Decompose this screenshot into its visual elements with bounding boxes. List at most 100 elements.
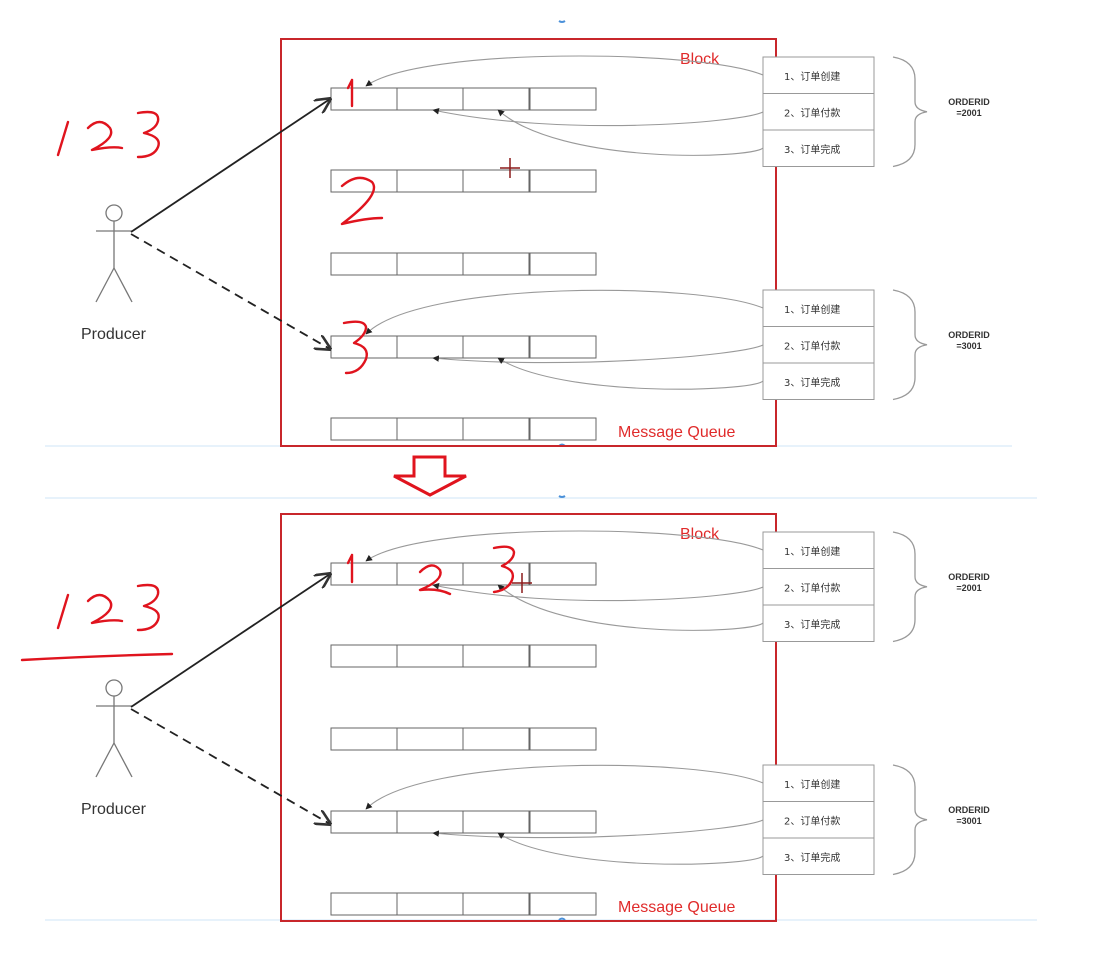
queue-cell xyxy=(529,892,597,916)
down-arrow-icon xyxy=(393,455,467,497)
send-arrow-dashed xyxy=(130,233,330,349)
queue-cell xyxy=(529,810,597,834)
block-frame xyxy=(280,38,777,447)
queue-row xyxy=(330,169,597,193)
queue-row xyxy=(330,417,597,441)
queue-cell xyxy=(396,252,464,276)
order-step-label: 3、订单完成 xyxy=(784,376,840,389)
queue-cell xyxy=(396,644,464,668)
queue-cell xyxy=(529,562,597,586)
handwritten-3-queue xyxy=(492,545,516,594)
queue-cell xyxy=(529,644,597,668)
queue-cell xyxy=(462,810,530,834)
producer-label: Producer xyxy=(81,326,147,343)
queue-cell xyxy=(330,562,398,586)
orderid-label: ORDERID xyxy=(948,330,990,340)
step-arrow xyxy=(497,584,764,631)
step-arrow xyxy=(432,583,764,602)
crosshair-cursor-icon xyxy=(500,158,520,178)
order-step-label: 3、订单完成 xyxy=(784,851,840,864)
queue-cell xyxy=(396,727,464,751)
handwritten-123 xyxy=(56,110,160,159)
queue-row xyxy=(330,810,597,834)
queue-cell xyxy=(330,727,398,751)
order-step-label: 3、订单完成 xyxy=(784,618,840,631)
queue-cell xyxy=(529,169,597,193)
producer-icon xyxy=(95,204,133,303)
queue-row xyxy=(330,892,597,916)
divider-handle xyxy=(558,495,566,498)
order-step-box xyxy=(762,801,875,839)
order-step-label: 1、订单创建 xyxy=(784,545,840,558)
queue-row xyxy=(330,335,597,359)
queue-cell xyxy=(330,892,398,916)
curly-brace xyxy=(892,764,928,876)
handwritten-digit-3 xyxy=(136,583,160,632)
order-step-label: 1、订单创建 xyxy=(784,70,840,83)
queue-cell xyxy=(330,252,398,276)
order-step-label: 2、订单付款 xyxy=(784,582,840,595)
order-step-box xyxy=(762,531,875,569)
message-queue-label: Message Queue xyxy=(618,899,736,916)
handwritten-digit-1 xyxy=(56,593,70,630)
queue-cell xyxy=(462,727,530,751)
orderid-value: =3001 xyxy=(956,341,981,351)
order-step-box xyxy=(762,93,875,131)
producer-leg xyxy=(95,267,115,303)
order-step-label: 1、订单创建 xyxy=(784,778,840,791)
block-label: Block xyxy=(680,51,720,68)
producer-leg xyxy=(113,742,133,778)
order-step-box xyxy=(762,326,875,364)
order-step-box xyxy=(762,56,875,94)
handwritten-123 xyxy=(20,583,174,662)
queue-cell xyxy=(462,562,530,586)
step-arrow xyxy=(497,832,764,865)
queue-cell xyxy=(396,335,464,359)
orderid-label: ORDERID xyxy=(948,572,990,582)
block-frame xyxy=(280,513,777,922)
order-step-box xyxy=(762,289,875,327)
queue-cell xyxy=(396,892,464,916)
queue-cell xyxy=(396,169,464,193)
step-arrow xyxy=(365,55,764,87)
order-step-label: 2、订单付款 xyxy=(784,815,840,828)
queue-cell xyxy=(529,335,597,359)
producer-label: Producer xyxy=(81,801,147,818)
divider-handle xyxy=(558,20,566,23)
handwritten-digit-1 xyxy=(56,120,70,157)
handwritten-2-queue xyxy=(418,564,452,596)
producer-leg xyxy=(113,267,133,303)
order-step-box xyxy=(762,362,875,400)
queue-cell xyxy=(462,169,530,193)
curly-brace xyxy=(892,56,928,168)
queue-cell xyxy=(396,417,464,441)
queue-cell xyxy=(462,252,530,276)
message-queue-label: Message Queue xyxy=(618,424,736,441)
handwritten-digit-2 xyxy=(86,593,124,625)
step-arrow xyxy=(365,764,764,810)
send-arrow-solid xyxy=(130,574,330,708)
curly-brace xyxy=(892,531,928,643)
queue-row xyxy=(330,252,597,276)
queue-cell xyxy=(529,87,597,111)
send-arrow-solid xyxy=(130,99,330,233)
producer-head xyxy=(105,679,123,697)
orderid-label: ORDERID xyxy=(948,805,990,815)
orderid-value: =2001 xyxy=(956,108,981,118)
order-step-box xyxy=(762,837,875,875)
step-arrow xyxy=(365,289,764,335)
queue-cell xyxy=(330,417,398,441)
step-arrow xyxy=(432,344,764,364)
queue-cell xyxy=(529,727,597,751)
block-label: Block xyxy=(680,526,720,543)
handwritten-underline xyxy=(20,652,174,662)
handwritten-1-queue xyxy=(346,553,354,584)
send-arrow-dashed xyxy=(130,708,330,824)
step-arrow xyxy=(497,109,764,156)
queue-cell xyxy=(330,87,398,111)
